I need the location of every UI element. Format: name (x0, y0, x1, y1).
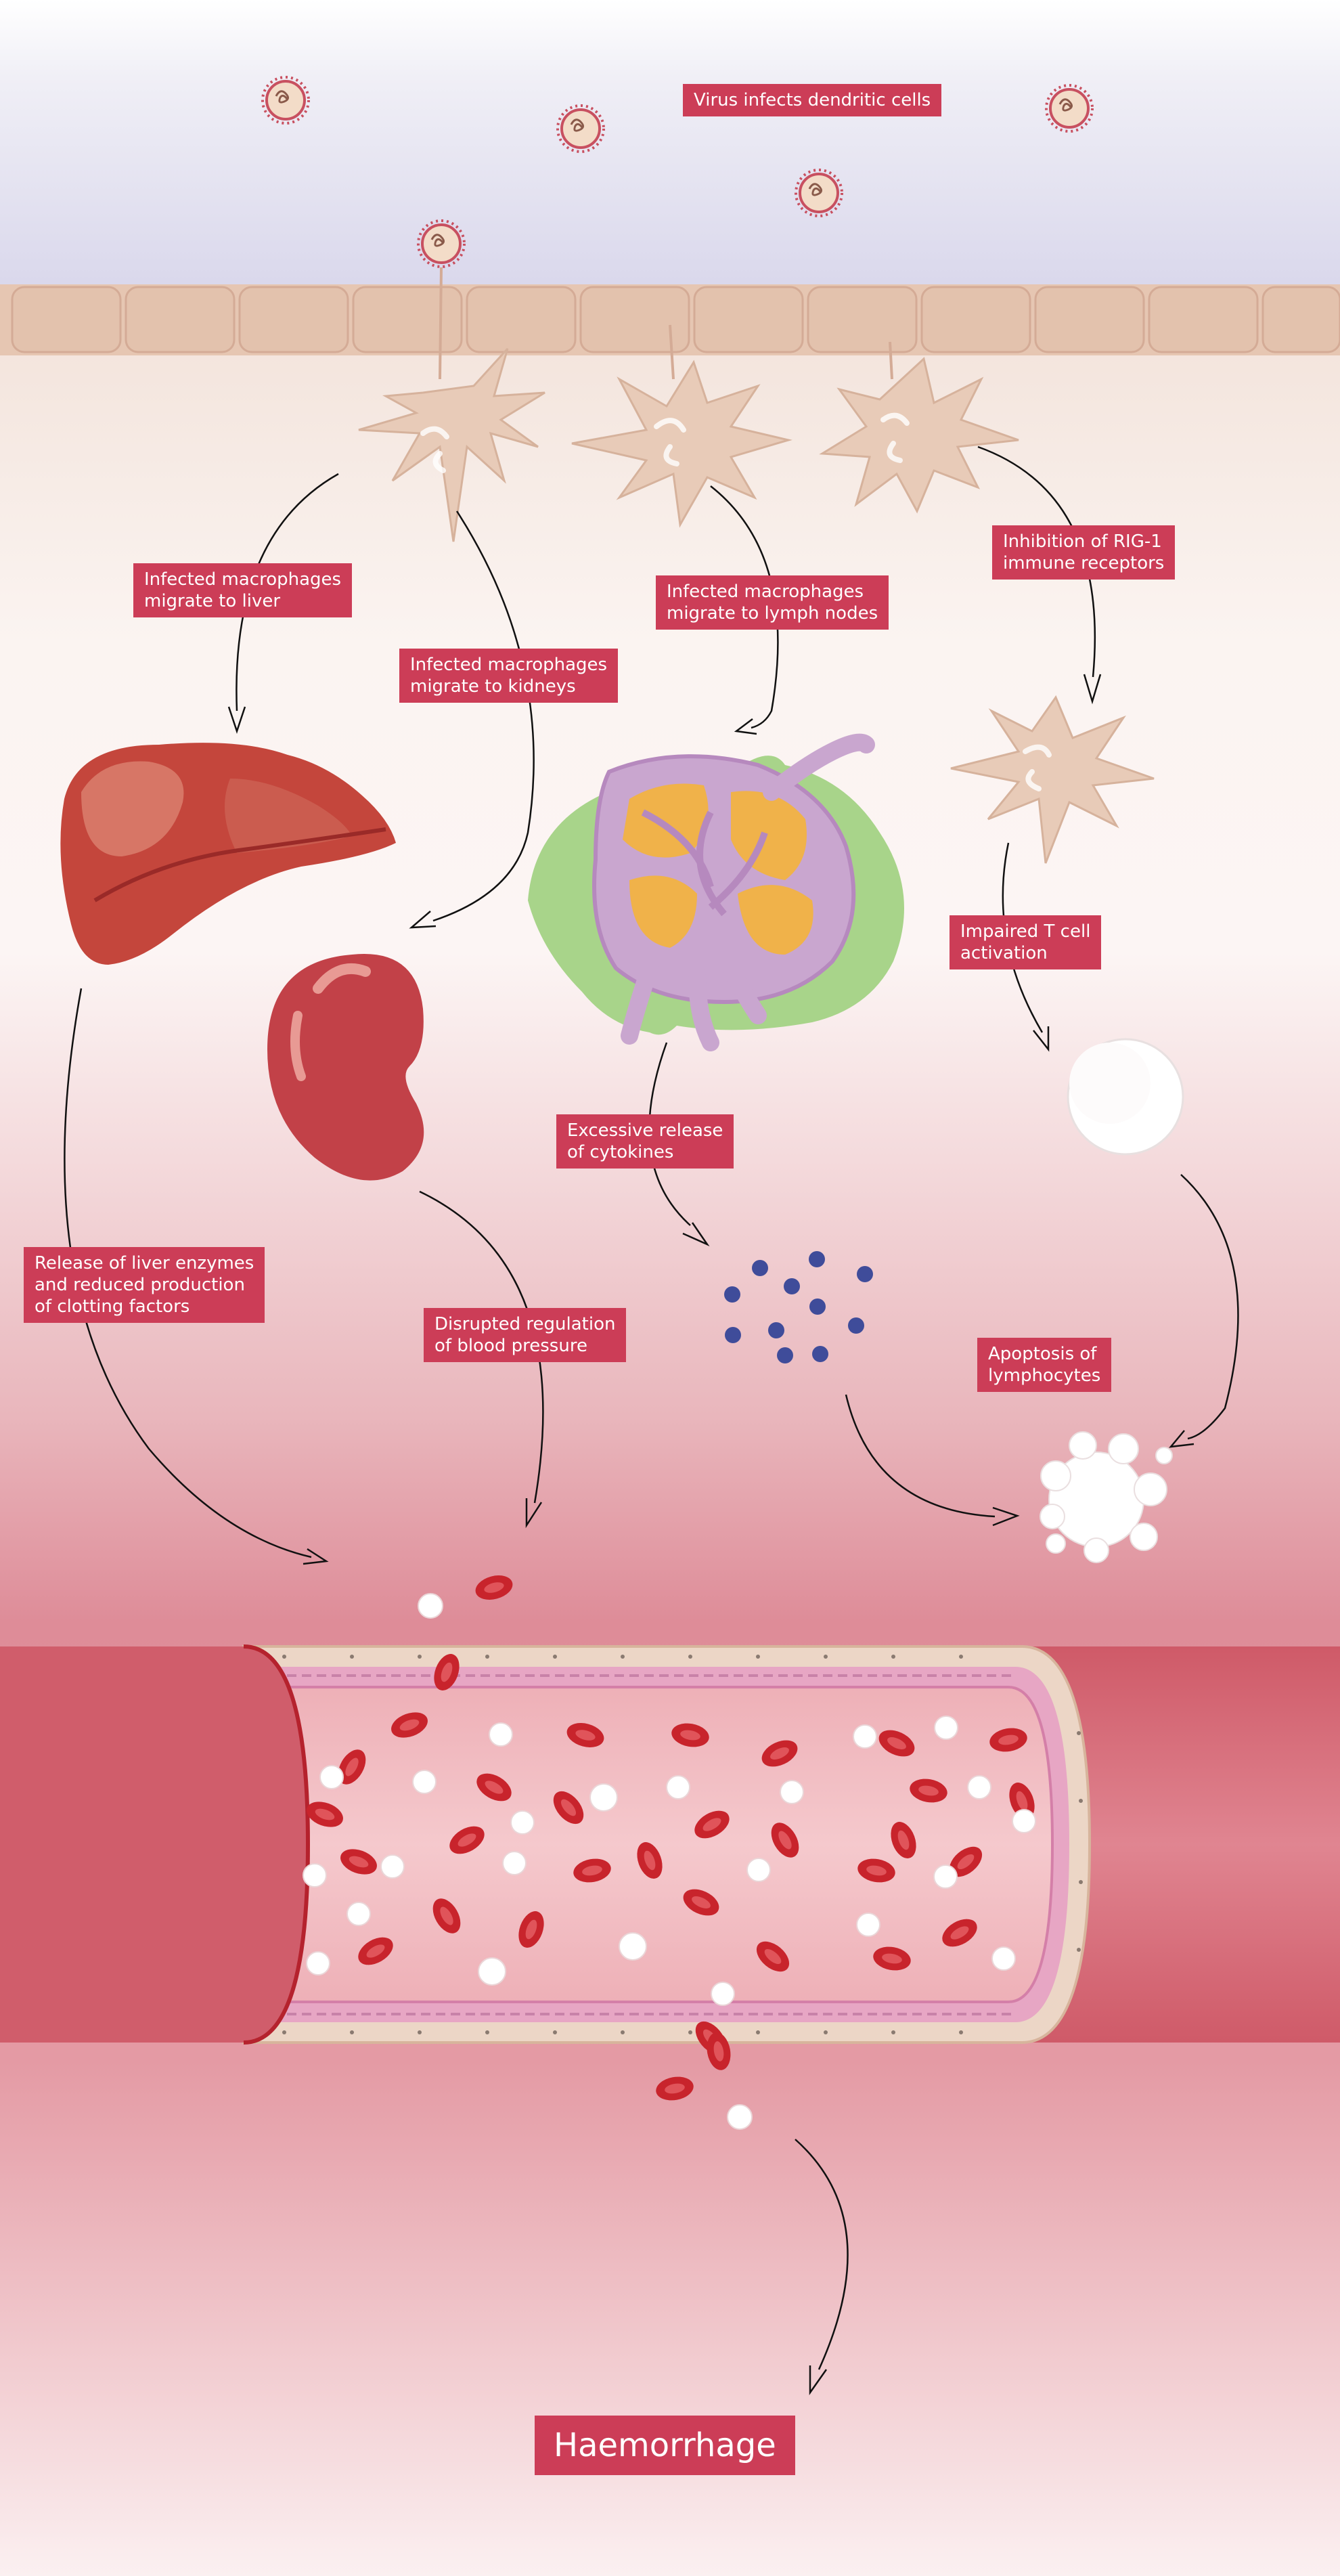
cytokines (724, 1251, 873, 1363)
label-liver-enzymes: Release of liver enzymes and reduced pro… (24, 1247, 265, 1323)
label-apoptosis: Apoptosis of lymphocytes (977, 1338, 1112, 1392)
label-migrate-kidneys: Infected macrophages migrate to kidneys (399, 649, 619, 703)
label-rig1-inhibition: Inhibition of RIG-1 immune receptors (992, 525, 1176, 580)
label-impaired-tcell: Impaired T cell activation (950, 915, 1102, 969)
kidney (267, 954, 424, 1181)
apoptotic-lymphocyte (1040, 1431, 1173, 1563)
label-blood-pressure: Disrupted regulation of blood pressure (424, 1308, 627, 1362)
white-blood-cells (303, 1593, 1036, 2130)
outcome-haemorrhage: Haemorrhage (535, 2416, 795, 2475)
label-virus-infects: Virus infects dendritic cells (683, 84, 942, 116)
dendritic-cells (358, 347, 1155, 864)
t-cell (1067, 1038, 1184, 1156)
lymph-node (528, 733, 904, 1051)
label-cytokine-release: Excessive release of cytokines (556, 1114, 734, 1169)
label-migrate-liver: Infected macrophages migrate to liver (133, 563, 353, 617)
label-migrate-lymph-nodes: Infected macrophages migrate to lymph no… (656, 575, 889, 630)
epithelium (0, 284, 1340, 355)
liver (60, 743, 396, 965)
blood-vessel (0, 1644, 1340, 2045)
